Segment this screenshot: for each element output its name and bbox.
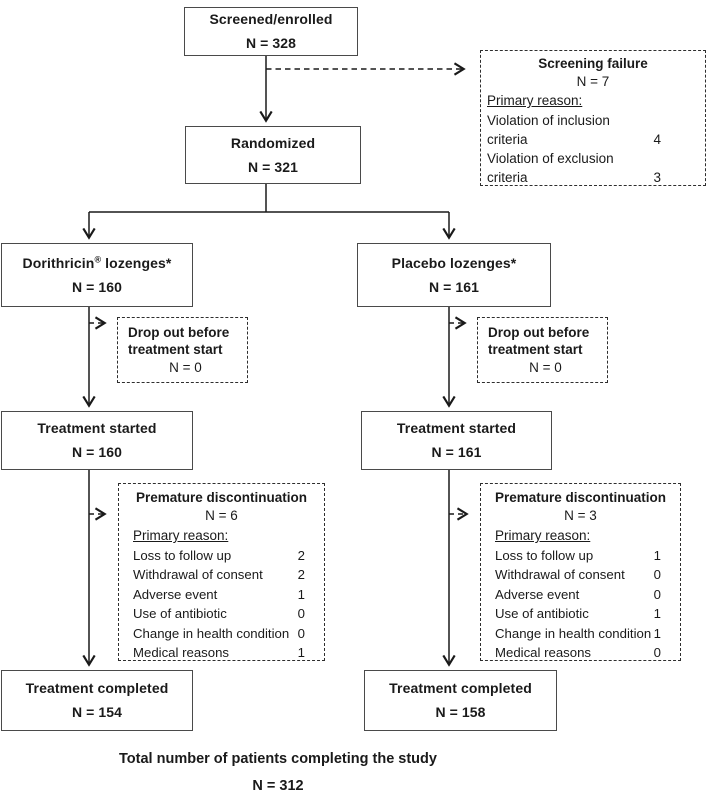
- reason-label: Change in health condition: [495, 625, 652, 641]
- total-n-count: N = 312: [252, 778, 304, 794]
- reason-value: 3: [653, 170, 661, 185]
- reason-heading: Primary reason:: [495, 528, 591, 543]
- reason-value: 1: [653, 606, 661, 622]
- placebo-arm-box: Placebo lozenges* N = 161: [357, 243, 551, 307]
- reason-value: 0: [297, 625, 305, 641]
- treatment-completed-box-left: Treatment completed N = 154: [1, 670, 193, 731]
- box-title: Treatment started: [37, 420, 157, 436]
- reason-row: Loss to follow up 1: [481, 546, 680, 565]
- reason-label: Adverse event: [133, 586, 218, 602]
- reason-label: Medical reasons: [495, 645, 592, 661]
- reason-row: Withdrawal of consent 2: [119, 565, 324, 584]
- box-n-count: N = 3: [564, 508, 597, 523]
- box-n-count: N = 160: [71, 444, 123, 460]
- brand-name: Dorithricin: [22, 254, 95, 271]
- box-title: Randomized: [230, 134, 316, 151]
- box-title: Treatment completed: [389, 680, 532, 696]
- study-total-summary: Total number of patients completing the …: [0, 751, 556, 794]
- box-n-count: N = 161: [431, 444, 482, 460]
- randomized-box: Randomized N = 321: [185, 126, 361, 184]
- box-title: Premature discontinuation: [135, 490, 308, 505]
- box-n-count: N = 0: [169, 359, 202, 375]
- reason-row: Change in health condition 0: [119, 624, 324, 643]
- treatment-completed-box-right: Treatment completed N = 158: [364, 670, 557, 731]
- reason-label: criteria: [487, 132, 528, 147]
- reason-value: 2: [297, 567, 305, 583]
- reason-heading: Primary reason:: [487, 93, 583, 108]
- reason-list: Primary reason: Violation of inclusion c…: [481, 91, 705, 187]
- box-n-count: N = 158: [435, 704, 486, 720]
- reason-row: Medical reasons 0: [481, 643, 680, 662]
- total-title: Total number of patients completing the …: [119, 751, 437, 767]
- reason-value: 1: [653, 625, 661, 641]
- box-n-count: N = 328: [245, 35, 297, 51]
- reason-value: 0: [653, 645, 661, 661]
- reason-label: Loss to follow up: [133, 548, 232, 563]
- reason-row: Use of antibiotic 0: [119, 604, 324, 623]
- reason-label: Use of antibiotic: [495, 606, 589, 622]
- box-title: Screening failure: [538, 56, 648, 71]
- reason-row: Medical reasons 1: [119, 643, 324, 662]
- box-title-line2: treatment start: [128, 341, 223, 357]
- reason-row: Change in health condition 1: [481, 624, 680, 643]
- reason-value: 1: [297, 645, 305, 661]
- dropout-box-right: Drop out before treatment start N = 0: [477, 317, 608, 383]
- box-n-count: N = 6: [205, 508, 238, 523]
- reason-label: Withdrawal of consent: [133, 567, 263, 583]
- box-title-rest: lozenges*: [105, 254, 172, 271]
- box-n-count: N = 154: [71, 704, 123, 720]
- reason-label: criteria: [487, 170, 528, 185]
- reason-value: 4: [653, 132, 661, 147]
- reason-value: 1: [653, 548, 661, 563]
- reason-label: Use of antibiotic: [133, 606, 227, 622]
- box-n-count: N = 161: [428, 278, 480, 295]
- premature-discontinuation-box-left: Premature discontinuation N = 6 Primary …: [118, 483, 325, 661]
- box-n-count: N = 0: [529, 359, 562, 375]
- reason-label: Violation of exclusion: [487, 151, 614, 166]
- reason-value: 2: [297, 548, 305, 563]
- registered-trademark-symbol: ®: [94, 253, 102, 264]
- reason-row: criteria 3: [487, 168, 661, 187]
- premature-discontinuation-box-right: Premature discontinuation N = 3 Primary …: [480, 483, 681, 661]
- box-title: Premature discontinuation: [494, 490, 667, 505]
- treatment-started-box-left: Treatment started N = 160: [1, 411, 193, 470]
- dorithricin-arm-box: Dorithricin®lozenges* N = 160: [1, 243, 193, 307]
- reason-value: 0: [653, 567, 661, 583]
- box-title-line1: Drop out before: [488, 324, 590, 340]
- reason-label: Violation of inclusion: [487, 113, 610, 128]
- box-title-line1: Drop out before: [128, 324, 230, 340]
- reason-label: Withdrawal of consent: [495, 567, 625, 583]
- box-n-count: N = 321: [247, 158, 299, 175]
- box-title: Placebo lozenges*: [391, 254, 517, 271]
- reason-label: Adverse event: [495, 586, 580, 602]
- reason-label: Medical reasons: [133, 645, 230, 661]
- reason-label: Change in health condition: [133, 625, 290, 641]
- reason-row: Adverse event 0: [481, 585, 680, 604]
- box-title: Screened/enrolled: [209, 11, 333, 27]
- reason-row: Adverse event 1: [119, 585, 324, 604]
- screening-failure-box: Screening failure N = 7 Primary reason: …: [480, 50, 706, 186]
- screened-enrolled-box: Screened/enrolled N = 328: [184, 7, 358, 56]
- reason-heading: Primary reason:: [133, 528, 229, 543]
- reason-value: 0: [297, 606, 305, 622]
- reason-label: Loss to follow up: [495, 548, 594, 563]
- reason-row: Withdrawal of consent 0: [481, 565, 680, 584]
- reason-value: 1: [297, 586, 305, 602]
- box-title: Treatment completed: [25, 680, 169, 696]
- treatment-started-box-right: Treatment started N = 161: [361, 411, 552, 470]
- box-title: Treatment started: [396, 420, 517, 436]
- reason-value: 0: [653, 586, 661, 602]
- reason-row: Loss to follow up 2: [119, 546, 324, 565]
- reason-row: criteria 4: [487, 130, 661, 149]
- box-title: Dorithricin®lozenges*: [22, 253, 172, 271]
- box-n-count: N = 7: [576, 74, 610, 89]
- box-title-line2: treatment start: [488, 341, 583, 357]
- dropout-box-left: Drop out before treatment start N = 0: [117, 317, 248, 383]
- reason-row: Use of antibiotic 1: [481, 604, 680, 623]
- box-n-count: N = 160: [71, 278, 123, 295]
